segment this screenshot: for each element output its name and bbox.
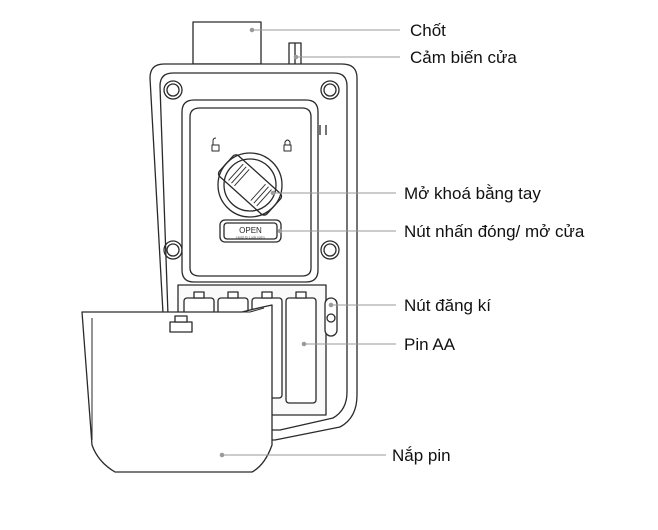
label-mo-khoa-bang-tay: Mở khoá bằng tay — [404, 184, 541, 203]
registration-button[interactable] — [324, 297, 338, 337]
label-cam-bien-cua: Cảm biến cửa — [410, 48, 517, 67]
manual-unlock-knob — [217, 152, 283, 218]
battery-cover — [81, 304, 273, 473]
open-button-sublabel: Hold to Lock retrn — [236, 236, 264, 240]
leader-pin-aa — [301, 341, 396, 347]
indicator-slots — [319, 125, 327, 135]
screw-top-left — [163, 80, 183, 100]
leader-nut-nhan — [277, 228, 396, 234]
label-nap-pin: Nắp pin — [392, 446, 451, 465]
lock-icon — [283, 139, 292, 152]
battery-4 — [285, 291, 317, 404]
label-nut-dang-ki: Nút đăng kí — [404, 296, 491, 315]
leader-cam-bien-cua — [293, 54, 400, 60]
label-chot: Chốt — [410, 21, 446, 40]
unlock-icon — [211, 137, 220, 152]
leader-nap-pin — [219, 452, 386, 458]
leader-chot — [249, 27, 400, 33]
screw-bottom-right — [320, 240, 340, 260]
leader-nut-dang-ki — [328, 302, 396, 308]
open-button-label: OPEN — [239, 226, 262, 235]
screw-top-right — [320, 80, 340, 100]
label-nut-nhan: Nút nhấn đóng/ mở cửa — [404, 222, 585, 241]
label-pin-aa: Pin AA — [404, 335, 456, 354]
leader-mo-khoa-bang-tay — [270, 190, 396, 196]
